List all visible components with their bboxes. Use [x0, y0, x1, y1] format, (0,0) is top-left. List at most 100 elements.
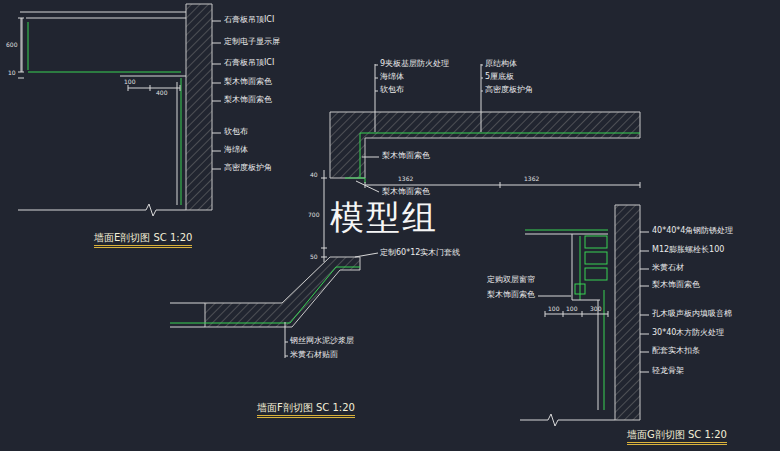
section-line: [28, 72, 181, 73]
section-line: [356, 181, 379, 192]
dimension-text: 100: [548, 306, 559, 312]
material-label: 5厘底板: [485, 73, 514, 81]
material-label: 米黄石材贴面: [290, 351, 338, 359]
dimension-text: 600: [6, 42, 17, 48]
section-line: [26, 18, 186, 19]
section-line: [545, 314, 608, 315]
material-label: 梨木饰面索色: [382, 152, 430, 160]
material-label: 海绵体: [224, 146, 248, 154]
angle-steel: [585, 236, 607, 248]
section-line: [170, 303, 205, 304]
section-line: [640, 251, 649, 252]
dimension-text: 700: [308, 212, 319, 218]
section-line: [640, 232, 649, 233]
section-line: [170, 327, 205, 328]
section-line: [500, 182, 501, 188]
section-line: [285, 342, 288, 343]
dimension-text: 1362: [524, 176, 539, 182]
section-line: [360, 133, 361, 178]
section-line: [212, 169, 221, 170]
section-line: [128, 88, 180, 89]
section-line: [181, 78, 182, 205]
section-line: [362, 157, 379, 158]
dimension-text: 1362: [398, 176, 413, 182]
section-line: [212, 64, 221, 65]
material-label: 30*40木方防火处理: [652, 329, 724, 337]
section-line: [212, 21, 221, 22]
section-line: [520, 414, 615, 426]
section-title: 墙面F剖切图 SC 1:20: [257, 403, 355, 418]
material-label: 软包布: [380, 86, 404, 94]
section-line: [360, 133, 640, 134]
section-line: [598, 300, 599, 410]
steel-parts: [575, 236, 607, 294]
section-line: [285, 322, 286, 358]
section-title: 墙面E剖切图 SC 1:20: [94, 233, 192, 248]
material-label: 石膏板吊顶ICI: [224, 16, 274, 24]
section-line: [640, 269, 649, 270]
dimension-text: 40: [310, 172, 318, 178]
section-line: [375, 78, 378, 79]
dimension-text: 10: [8, 70, 16, 76]
section-line: [640, 315, 649, 316]
material-label: 原结构体: [485, 60, 517, 68]
material-label: 9夹板基层防火处理: [380, 60, 449, 68]
material-label: 米黄石材: [652, 264, 684, 272]
material-label: 配套实木扣条: [652, 347, 700, 355]
section-line: [525, 230, 608, 231]
wall-section: [330, 112, 640, 178]
material-label: 梨木饰面索色: [652, 281, 700, 289]
section-line: [21, 18, 22, 72]
dimension-text: 400: [156, 90, 167, 96]
material-label: 定制电子显示屏: [224, 38, 280, 46]
material-label: 梨木饰面索色: [224, 96, 272, 104]
section-line: [212, 83, 221, 84]
section-line: [640, 286, 649, 287]
section-line: [365, 185, 640, 186]
dimension-text: 300: [590, 306, 601, 312]
section-line: [538, 296, 571, 297]
section-line: [20, 12, 186, 13]
section-line: [212, 151, 221, 152]
hatched-walls: [186, 4, 640, 420]
drawing-lines: [18, 12, 649, 426]
section-line: [212, 101, 221, 102]
dimension-text: 50: [310, 254, 318, 260]
material-label: 定购双层窗帘: [487, 276, 535, 284]
material-label: 高密度板护角: [224, 164, 272, 172]
section-line: [640, 372, 649, 373]
material-label: 软包布: [224, 128, 248, 136]
angle-steel: [585, 252, 607, 264]
material-label: 轻龙骨架: [652, 367, 684, 375]
section-line: [525, 234, 608, 235]
material-label: 孔木吸声板内填吸音棉: [652, 310, 732, 318]
section-line: [545, 311, 546, 317]
section-line: [18, 204, 186, 216]
material-label: 定制60*12实木门套线: [380, 249, 460, 257]
material-label: 梨木饰面索色: [382, 188, 430, 196]
section-line: [212, 133, 221, 134]
section-line: [212, 43, 221, 44]
section-line: [481, 64, 482, 132]
dimension-text: 100: [124, 79, 135, 85]
section-line: [375, 65, 378, 66]
section-line: [18, 18, 24, 19]
material-label: 梨木饰面索色: [224, 78, 272, 86]
section-line: [608, 311, 609, 317]
material-label: 钢丝网水泥沙浆层: [290, 337, 354, 345]
section-line: [375, 91, 378, 92]
section-line: [120, 76, 186, 77]
section-line: [580, 236, 581, 300]
section-line: [285, 356, 288, 357]
material-label: 海绵体: [380, 73, 404, 81]
section-line: [604, 290, 605, 410]
section-line: [481, 91, 483, 92]
section-line: [180, 85, 181, 91]
section-line: [572, 234, 573, 300]
section-line: [321, 257, 327, 258]
wall-section: [615, 205, 640, 420]
section-line: [355, 253, 378, 257]
section-line: [345, 178, 365, 183]
section-line: [563, 311, 564, 317]
